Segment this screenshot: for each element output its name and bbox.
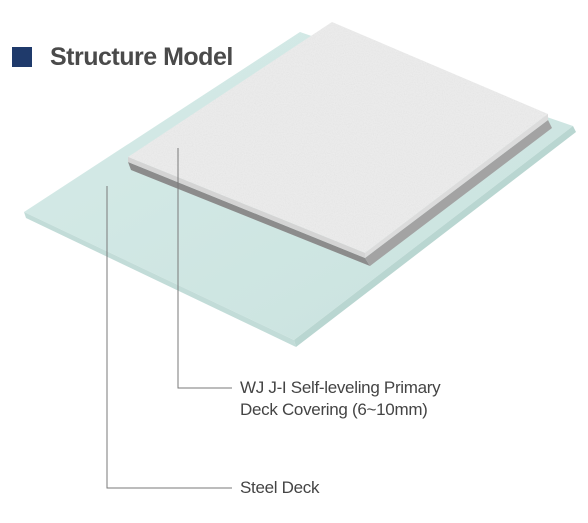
primary-deck-covering-slab [128,22,552,266]
primary-covering-label-line1: WJ J-I Self-leveling Primary [240,378,441,397]
steel-deck-label: Steel Deck [240,478,320,497]
leader-line-steel [106,186,232,489]
leader-line-primary [177,148,232,389]
primary-covering-label: WJ J-I Self-leveling Primary Deck Coveri… [240,377,441,421]
header-square-icon [12,47,32,67]
section-header: Structure Model [12,42,233,72]
primary-covering-label-line2: Deck Covering (6~10mm) [240,400,428,419]
page-title: Structure Model [50,42,233,71]
